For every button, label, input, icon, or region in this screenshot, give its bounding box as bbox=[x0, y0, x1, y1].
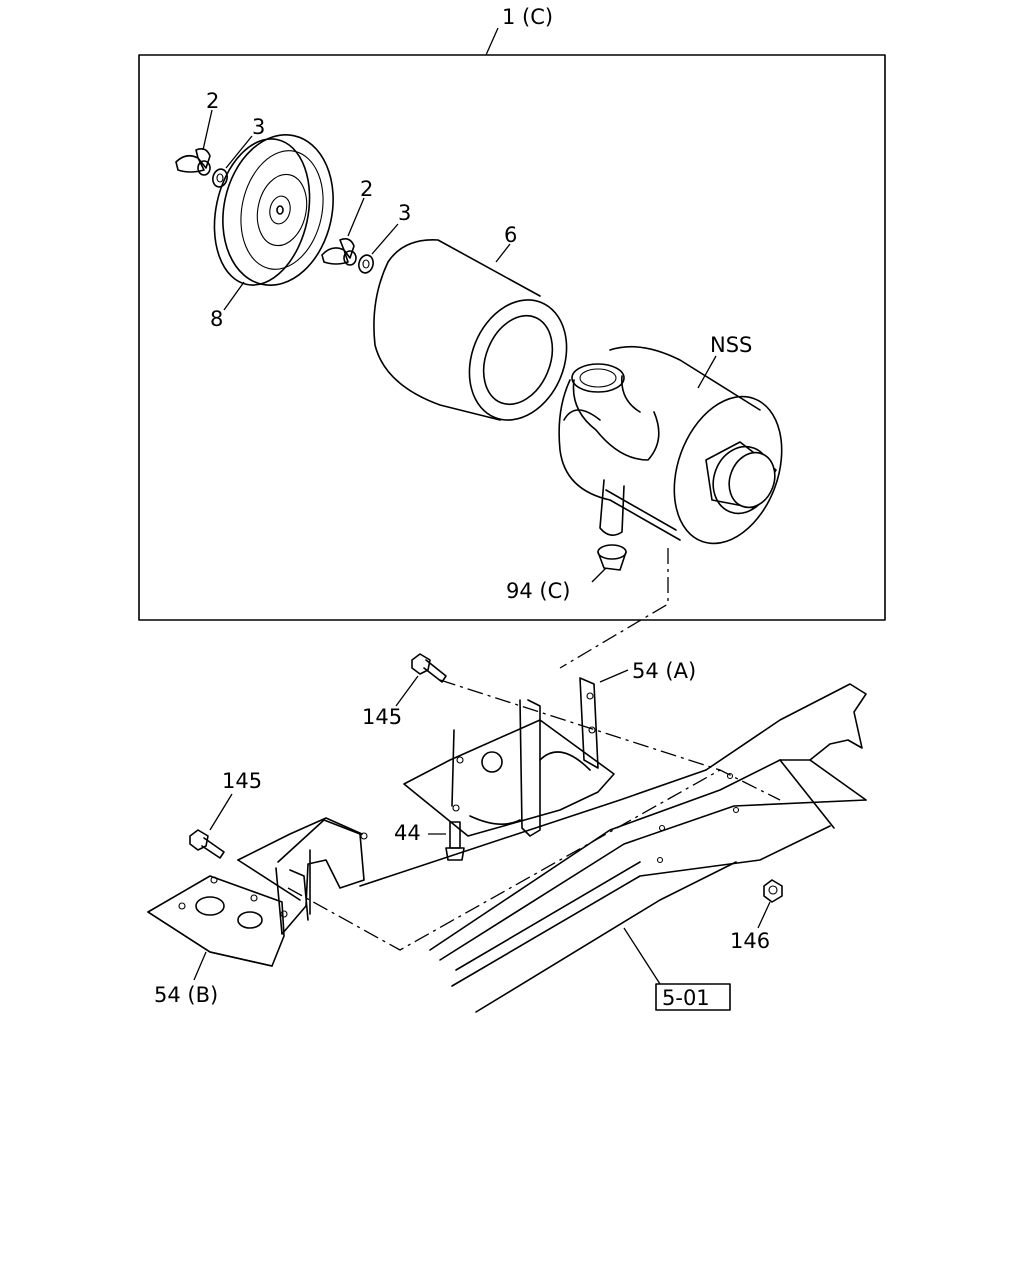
washer-top[interactable] bbox=[211, 167, 229, 188]
label-bracket-b: 54 (B) bbox=[154, 983, 218, 1007]
label-assembly: 1 (C) bbox=[502, 5, 553, 29]
bolt-44[interactable] bbox=[445, 821, 465, 861]
label-element: 6 bbox=[504, 223, 517, 247]
cover-part[interactable] bbox=[202, 124, 347, 295]
wing-nut-mid[interactable] bbox=[321, 238, 357, 266]
label-nss: NSS bbox=[710, 333, 752, 357]
washer-mid[interactable] bbox=[357, 253, 375, 274]
assembly-frame bbox=[138, 54, 886, 621]
bracket-b[interactable] bbox=[147, 817, 368, 967]
label-washer-b: 3 bbox=[398, 201, 411, 225]
vacuator-valve[interactable] bbox=[597, 544, 627, 571]
bolt-upper[interactable] bbox=[411, 653, 447, 683]
bolt-lower[interactable] bbox=[189, 829, 225, 859]
label-valve: 94 (C) bbox=[506, 579, 570, 603]
filter-element[interactable] bbox=[373, 239, 584, 435]
label-bracket-a: 54 (A) bbox=[632, 659, 696, 683]
bracket-a[interactable] bbox=[403, 677, 615, 837]
label-ref: 5-01 bbox=[662, 986, 710, 1010]
nut-146[interactable] bbox=[763, 879, 783, 903]
label-cover: 8 bbox=[210, 307, 223, 331]
reference-box[interactable] bbox=[655, 983, 731, 1011]
label-wing-nut-a: 2 bbox=[206, 89, 219, 113]
label-bolt-b: 145 bbox=[222, 769, 262, 793]
frame-rail bbox=[359, 683, 867, 1013]
label-wing-nut-b: 2 bbox=[360, 177, 373, 201]
label-bolt-c: 44 bbox=[394, 821, 421, 845]
air-cleaner-housing[interactable] bbox=[558, 345, 801, 559]
wing-nut-top[interactable] bbox=[175, 148, 211, 176]
label-washer-a: 3 bbox=[252, 115, 265, 139]
label-nut: 146 bbox=[730, 929, 770, 953]
label-bolt-a: 145 bbox=[362, 705, 402, 729]
